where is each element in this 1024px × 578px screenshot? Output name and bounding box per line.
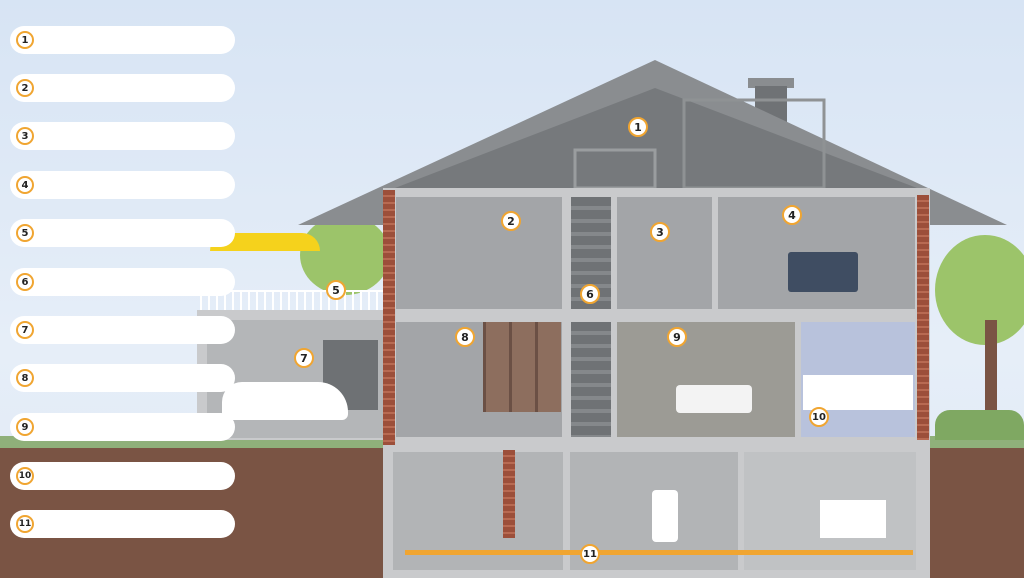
field-number-badge: 6 (16, 273, 34, 291)
answer-field-1[interactable]: 1 (10, 26, 235, 54)
marker-10: 10 (809, 407, 829, 427)
sofa (676, 385, 752, 413)
marker-2: 2 (501, 211, 521, 231)
answer-field-3[interactable]: 3 (10, 122, 235, 150)
washing-machines (820, 500, 886, 538)
answer-input-8[interactable] (40, 364, 235, 392)
stairs-middle (571, 322, 611, 437)
field-number-badge: 1 (16, 31, 34, 49)
brick-column-left (383, 190, 395, 445)
answer-field-7[interactable]: 7 (10, 316, 235, 344)
marker-4: 4 (782, 205, 802, 225)
brick-column-basement (503, 450, 515, 538)
answer-input-4[interactable] (40, 171, 235, 199)
field-number-badge: 2 (16, 79, 34, 97)
answer-input-1[interactable] (40, 26, 235, 54)
answer-input-11[interactable] (40, 510, 235, 538)
umbrella (210, 233, 320, 251)
marker-7: 7 (294, 348, 314, 368)
answer-field-2[interactable]: 2 (10, 74, 235, 102)
answer-input-10[interactable] (40, 462, 235, 490)
bed (788, 252, 858, 292)
field-number-badge: 7 (16, 321, 34, 339)
answer-field-5[interactable]: 5 (10, 219, 235, 247)
bookshelf (483, 322, 561, 412)
marker-6: 6 (580, 284, 600, 304)
room-kids (396, 197, 562, 309)
brick-column-right (917, 195, 929, 440)
field-number-badge: 8 (16, 369, 34, 387)
tree-left (300, 215, 390, 295)
answer-input-6[interactable] (40, 268, 235, 296)
field-number-badge: 9 (16, 418, 34, 436)
marker-9: 9 (667, 327, 687, 347)
marker-5: 5 (326, 280, 346, 300)
field-number-badge: 4 (16, 176, 34, 194)
bush (935, 410, 1024, 440)
marker-8: 8 (455, 327, 475, 347)
answer-field-8[interactable]: 8 (10, 364, 235, 392)
marker-1: 1 (628, 117, 648, 137)
car (222, 382, 348, 420)
answer-input-9[interactable] (40, 413, 235, 441)
marker-11: 11 (580, 544, 600, 564)
kitchen-counter (803, 375, 913, 410)
answer-field-9[interactable]: 9 (10, 413, 235, 441)
answer-input-7[interactable] (40, 316, 235, 344)
field-number-badge: 5 (16, 224, 34, 242)
answer-field-4[interactable]: 4 (10, 171, 235, 199)
field-number-badge: 3 (16, 127, 34, 145)
answer-field-6[interactable]: 6 (10, 268, 235, 296)
answer-input-5[interactable] (40, 219, 235, 247)
marker-3: 3 (650, 222, 670, 242)
heating-pipe (405, 550, 913, 555)
tree-right (935, 235, 1024, 345)
field-number-badge: 10 (16, 467, 34, 485)
room-living (617, 322, 795, 437)
field-number-badge: 11 (16, 515, 34, 533)
answer-input-3[interactable] (40, 122, 235, 150)
room-bathroom (617, 197, 712, 309)
boiler (652, 490, 678, 542)
answer-field-10[interactable]: 10 (10, 462, 235, 490)
answer-input-2[interactable] (40, 74, 235, 102)
answer-field-11[interactable]: 11 (10, 510, 235, 538)
